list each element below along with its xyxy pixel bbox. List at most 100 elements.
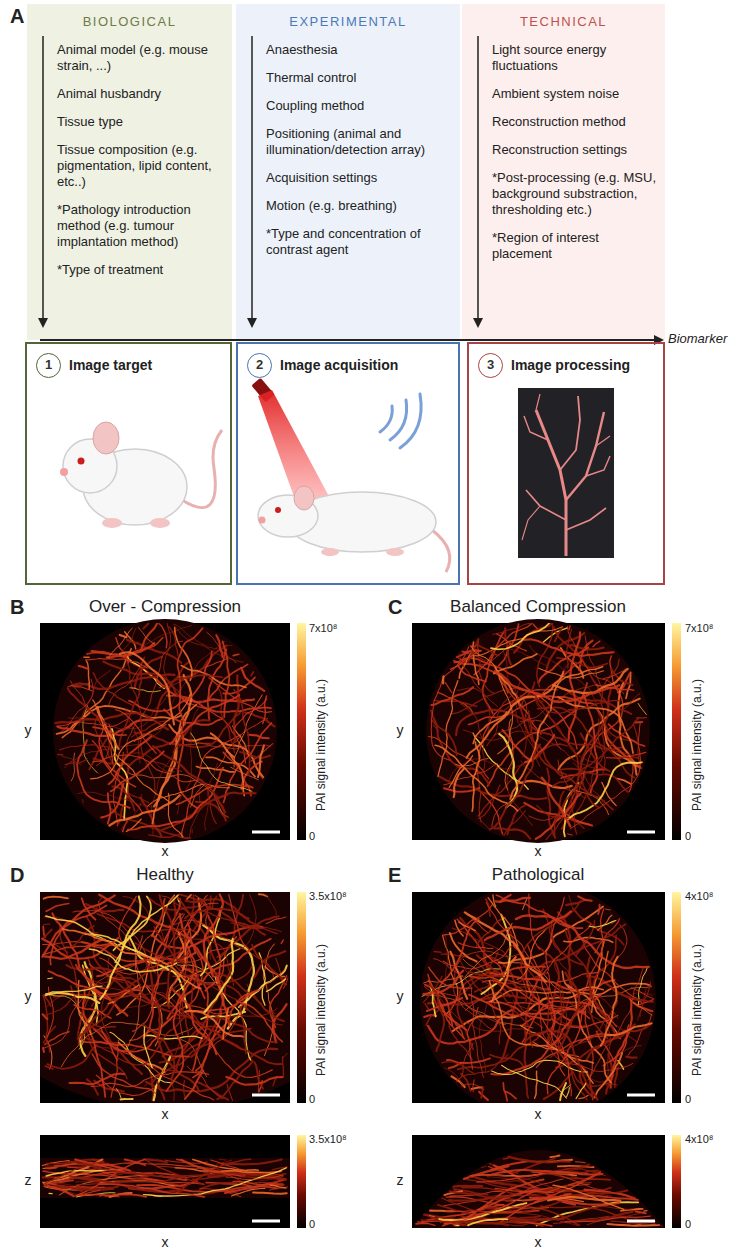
factor-item: Thermal control (266, 70, 454, 86)
vessel (267, 979, 286, 991)
stage-box: Image acquisition2 (236, 342, 460, 585)
vessel (555, 628, 562, 642)
vessel (239, 966, 287, 1008)
artwork-rect (297, 1135, 306, 1228)
panel-letter: B (10, 596, 24, 618)
colorbar-title: PAI signal intensity (a.u.) (315, 679, 328, 811)
panel-letter: E (388, 864, 401, 886)
artwork-rect (297, 623, 306, 840)
scale-bars (252, 832, 655, 1221)
artwork-line (252, 831, 280, 834)
artwork-circle (53, 619, 277, 843)
factor-item: Tissue type (57, 114, 226, 130)
vessel (151, 761, 182, 771)
mouse-illustration (60, 422, 222, 528)
vessel (453, 951, 520, 1029)
colorbar-max: 4x10⁸ (685, 890, 714, 902)
vessel (160, 895, 175, 965)
factor-band: TECHNICALLight source energy fluctuation… (462, 4, 665, 340)
vessel (254, 951, 285, 978)
factor-item: Reconstruction settings (492, 142, 659, 158)
axis-label: y (397, 989, 404, 1004)
vessel (445, 683, 452, 693)
vessel (492, 957, 516, 1001)
vessel (539, 668, 604, 678)
vessel (123, 896, 167, 947)
colorbar-title: PAI signal intensity (a.u.) (315, 944, 328, 1076)
vessel (58, 754, 63, 756)
vessel (130, 688, 161, 692)
axis-label: x (535, 1107, 542, 1122)
vessel (141, 623, 158, 650)
factor-item: *Type of treatment (57, 262, 226, 278)
vessel (469, 972, 527, 994)
vessel (598, 905, 599, 914)
vessel (118, 628, 136, 654)
vessel (115, 1172, 157, 1182)
vessel (116, 1047, 214, 1100)
vessel (465, 912, 546, 981)
vessel (455, 920, 463, 936)
vessel (184, 1080, 186, 1098)
colorbar-min: 0 (685, 1218, 691, 1230)
vessel (251, 1183, 283, 1184)
vessel (89, 734, 115, 770)
vessel (61, 680, 94, 733)
vessel (477, 955, 500, 973)
vessel (509, 1157, 570, 1162)
vessel (593, 641, 600, 647)
colorbar-min: 0 (685, 830, 691, 842)
vessel (469, 1176, 473, 1178)
artwork-rect (412, 1135, 665, 1228)
factor-item: Tissue composition (e.g. pigmentation, l… (57, 142, 226, 190)
vessel (157, 1082, 164, 1099)
vessel (211, 733, 234, 757)
vessel (544, 1073, 572, 1100)
vessel (611, 998, 632, 1088)
vessel (93, 673, 133, 706)
vessel (43, 995, 50, 1052)
vessel (473, 627, 562, 656)
vessel (169, 627, 178, 656)
vessel (500, 991, 533, 1047)
vessel (462, 1188, 524, 1197)
vessel (462, 1084, 484, 1090)
vessel (611, 1221, 656, 1223)
artwork-path (412, 1150, 665, 1228)
vessel (127, 641, 183, 752)
colour-bars (297, 623, 681, 1228)
vessel-group (42, 894, 288, 1101)
vessel (567, 1088, 570, 1097)
vessel (128, 899, 134, 909)
factor-band: EXPERIMENTALAnaesthesiaThermal controlCo… (236, 4, 460, 340)
vessel (456, 710, 533, 735)
vessel (204, 939, 233, 1013)
step-number-circle: 1 (36, 353, 61, 378)
vessel (79, 666, 89, 669)
vessel (46, 1066, 53, 1069)
vessel (266, 894, 277, 914)
artwork-ellipse (321, 548, 339, 556)
artwork-path (586, 456, 610, 476)
vessel (89, 949, 176, 972)
vessel (215, 793, 255, 800)
vessel (525, 735, 554, 763)
factor-item: Light source energy fluctuations (492, 42, 659, 74)
factor-item: Positioning (animal and illumination/det… (266, 126, 454, 158)
vessel (121, 1098, 133, 1100)
vessel (443, 945, 512, 969)
vessel (218, 1034, 282, 1065)
vessel (164, 675, 222, 686)
vessel (227, 750, 245, 796)
vessel (457, 688, 497, 707)
vessel (429, 1215, 434, 1216)
artwork-path (536, 410, 566, 556)
artwork-path (400, 394, 421, 448)
vessel (233, 654, 239, 655)
artwork-line (627, 1220, 655, 1223)
colorbar-max: 4x10⁸ (685, 1133, 714, 1145)
vessel (232, 1188, 265, 1196)
vessel (111, 751, 164, 791)
vessel (185, 903, 219, 964)
axis-label: y (25, 989, 32, 1004)
